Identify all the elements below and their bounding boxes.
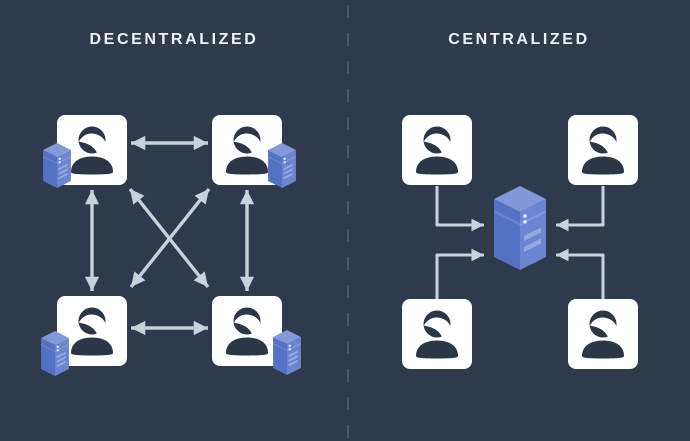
peer-server-icon-bottom-right <box>273 330 301 375</box>
user-node-bottom-right <box>212 296 282 366</box>
user-node-bottom-left-centralized <box>402 299 472 369</box>
mesh-arrow-diagonal-trbl <box>129 187 211 289</box>
central-server-icon <box>494 186 546 270</box>
peer-server-icon-top-left <box>43 143 71 188</box>
peer-server-icon-bottom-left <box>41 331 69 376</box>
spoke-arrow-top-right <box>556 186 605 232</box>
user-node-bottom-right-centralized <box>568 299 638 369</box>
centralized-title: CENTRALIZED <box>448 31 590 48</box>
decentralized-mesh-connections <box>84 135 255 336</box>
spoke-arrow-bottom-left <box>435 248 484 299</box>
user-node-top-left-centralized <box>402 115 472 185</box>
spoke-arrow-top-left <box>435 186 484 232</box>
spoke-arrow-bottom-right <box>556 248 605 299</box>
decentralized-title: DECENTRALIZED <box>89 31 259 48</box>
user-node-top-right-centralized <box>568 115 638 185</box>
peer-server-icon-top-right <box>268 143 296 188</box>
centralized-spoke-connections <box>435 186 605 299</box>
